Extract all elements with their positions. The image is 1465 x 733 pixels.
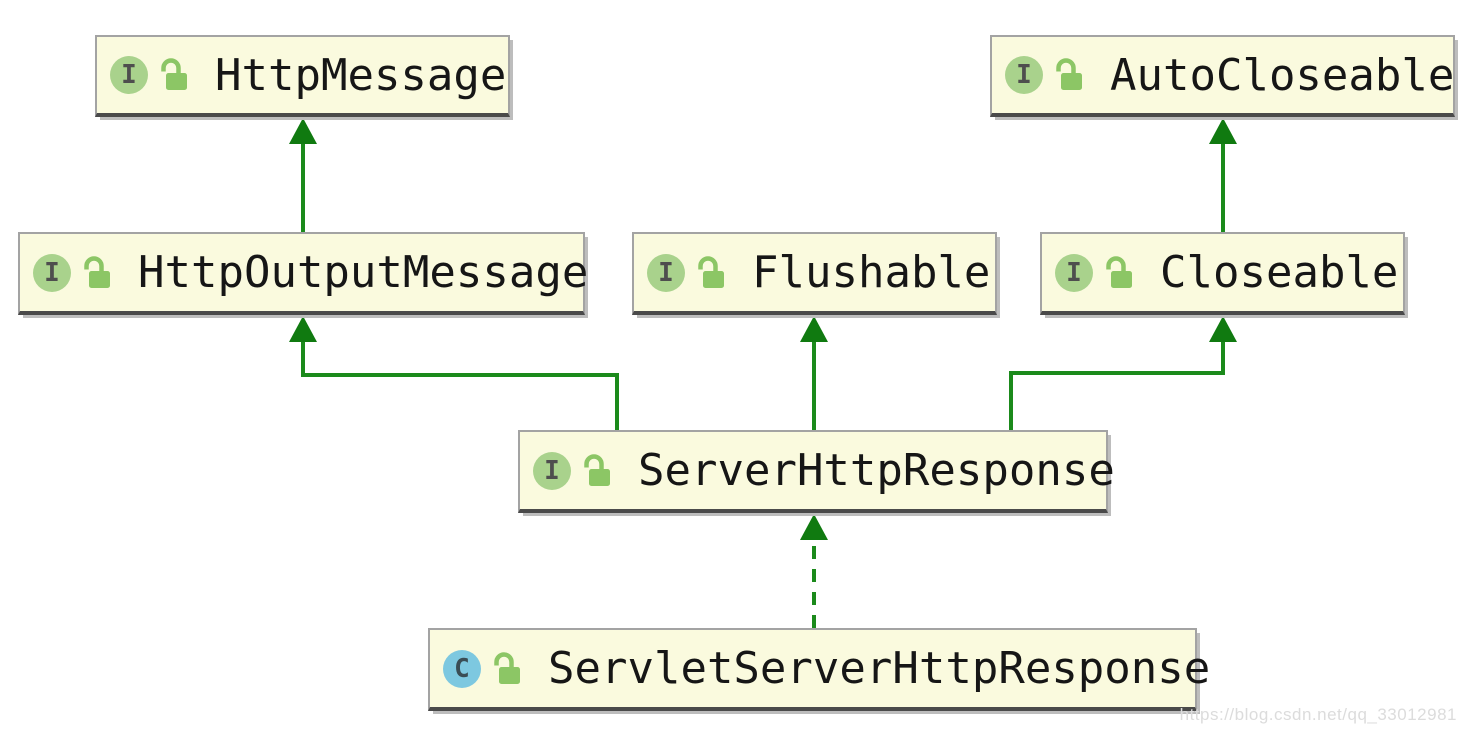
arrow-head-icon [1209, 118, 1237, 144]
uml-node-label: Closeable [1160, 247, 1399, 298]
uml-node-HttpOutputMessage[interactable]: I HttpOutputMessage [18, 232, 589, 315]
arrow-head-icon [800, 514, 828, 540]
unlocked-public-icon [1106, 255, 1132, 288]
unlocked-public-icon [698, 255, 724, 288]
unlocked-public-icon [161, 58, 187, 90]
interface-icon: I [110, 56, 148, 94]
uml-node-HttpMessage[interactable]: I HttpMessage [95, 35, 510, 117]
uml-node-ServletServerHttpResponse[interactable]: C ServletServerHttpResponse [428, 628, 1210, 711]
uml-node-AutoCloseable[interactable]: I AutoCloseable [990, 35, 1455, 117]
uml-node-label: AutoCloseable [1110, 49, 1455, 101]
arrow-head-icon [289, 316, 317, 342]
uml-node-label: Flushable [752, 247, 991, 298]
uml-node-label: HttpMessage [215, 49, 507, 101]
unlocked-public-icon [584, 453, 610, 486]
uml-node-label: ServerHttpResponse [638, 445, 1115, 496]
unlocked-public-icon [494, 651, 520, 684]
watermark-url: https://blog.csdn.net/qq_33012981 [1179, 705, 1457, 724]
interface-icon: I [1005, 56, 1043, 94]
arrow-head-icon [800, 316, 828, 342]
uml-node-label: ServletServerHttpResponse [548, 643, 1211, 694]
uml-node-ServerHttpResponse[interactable]: I ServerHttpResponse [518, 430, 1115, 513]
uml-node-Closeable[interactable]: I Closeable [1040, 232, 1405, 315]
edge-ServerHttpResponse-extends-HttpOutputMessage [301, 340, 619, 430]
interface-icon: I [647, 253, 685, 292]
arrow-head-icon [289, 118, 317, 144]
class-icon: C [443, 649, 481, 688]
interface-icon: I [533, 451, 571, 490]
interface-icon: I [33, 253, 71, 292]
edge-ServerHttpResponse-extends-Closeable [1009, 340, 1225, 430]
uml-node-Flushable[interactable]: I Flushable [632, 232, 997, 315]
interface-icon: I [1055, 253, 1093, 292]
uml-node-label: HttpOutputMessage [138, 247, 589, 298]
unlocked-public-icon [84, 255, 110, 288]
arrow-head-icon [1209, 316, 1237, 342]
unlocked-public-icon [1056, 58, 1082, 90]
